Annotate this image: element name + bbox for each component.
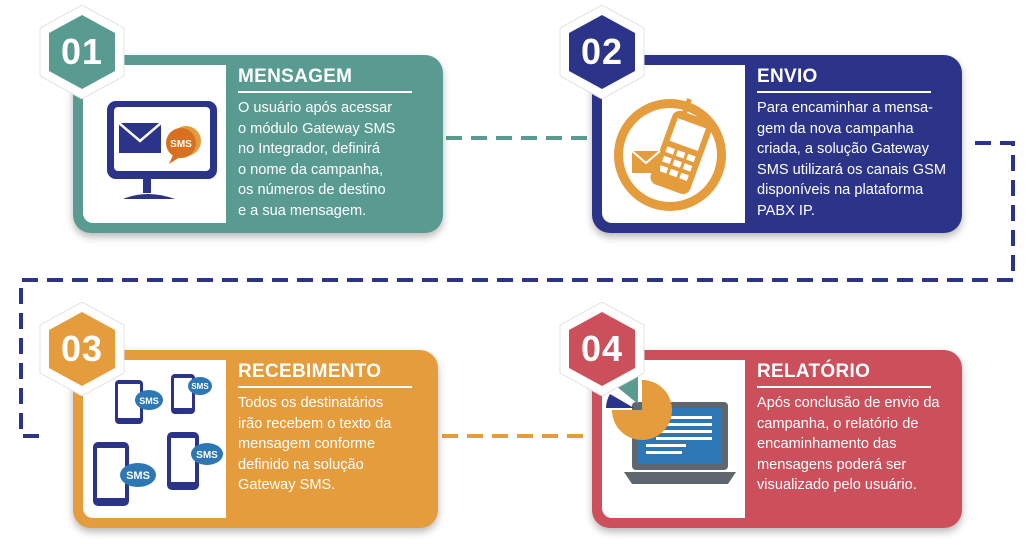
laptop-pie-chart-icon (606, 375, 736, 484)
step-title: MENSAGEM (238, 66, 353, 87)
step-number-badge-03: 03 (36, 302, 128, 396)
step-title: RELATÓRIO (757, 361, 871, 382)
description-line: Para encaminhar a mensa- (757, 100, 934, 116)
svg-text:SMS: SMS (170, 139, 192, 150)
step-image-box (602, 65, 745, 223)
step-description: O usuário após acessar o módulo Gateway … (238, 98, 430, 222)
step-description: Para encaminhar a mensa- gem da nova cam… (757, 98, 949, 222)
description-line: disponíveis na plataforma (757, 182, 924, 199)
description-line: PABX IP. (757, 202, 815, 219)
step-number: 01 (60, 31, 104, 72)
description-line: mensagem conforme (238, 436, 376, 453)
description-line: campanha, o relatório de (757, 415, 919, 432)
step-image-box: SMS (83, 65, 226, 223)
smartphones-sms-icon: SMS SMS SMS SMS (93, 374, 223, 506)
description-line: criada, a solução Gateway (757, 141, 929, 158)
step-number: 04 (580, 328, 624, 369)
description-line: e a sua mensagem. (238, 202, 367, 219)
title-underline (238, 91, 412, 93)
step-number-badge-02: 02 (556, 5, 648, 99)
step-card-mensagem: SMS MENSAGEM O usuário após acessar o mó… (73, 55, 443, 233)
title-underline (757, 386, 931, 388)
step-number: 02 (580, 31, 624, 72)
step-number: 03 (60, 328, 104, 369)
step-number-badge-04: 04 (556, 302, 648, 396)
title-underline (238, 386, 412, 388)
description-line: definido na solução (238, 456, 364, 473)
step-card-recebimento: SMS SMS SMS SMS RECEBIMENTO Todos os des… (73, 350, 438, 528)
mobile-phone-envelope-icon (614, 98, 726, 211)
description-line: o nome da campanha, (238, 161, 384, 178)
step-card-relatorio: RELATÓRIO Após conclusão de envio da cam… (592, 350, 962, 528)
step-card-envio: ENVIO Para encaminhar a mensa- gem da no… (592, 55, 962, 233)
step-image-box: SMS SMS SMS SMS (83, 360, 226, 518)
step-description: Após conclusão de envio da campanha, o r… (757, 393, 949, 496)
description-line: Gateway SMS. (238, 477, 336, 494)
description-line: SMS utilizará os canais GSM (757, 161, 946, 178)
description-line: Após conclusão de envio da (757, 395, 940, 411)
description-line: no Integrador, definirá (238, 141, 380, 158)
sms-bubble-label: SMS (191, 382, 209, 391)
description-line: encaminhamento das (757, 436, 897, 453)
step-number-badge-01: 01 (36, 5, 128, 99)
sms-bubble-label: SMS (126, 470, 150, 482)
monitor-envelope-sms-icon: SMS (107, 101, 217, 199)
description-line: os números de destino (238, 182, 386, 199)
description-line: o módulo Gateway SMS (238, 120, 396, 137)
sms-bubble-label: SMS (196, 450, 218, 461)
description-line: O usuário após acessar (238, 100, 393, 116)
title-underline (757, 91, 931, 93)
step-description: Todos os destinatários irão recebem o te… (238, 393, 430, 496)
description-line: Todos os destinatários (238, 395, 384, 411)
connector-2-3 (19, 141, 1015, 438)
description-line: irão recebem o texto da (238, 415, 392, 432)
description-line: visualizado pelo usuário. (757, 477, 917, 494)
step-title: RECEBIMENTO (238, 361, 382, 382)
sms-bubble-label: SMS (139, 396, 159, 406)
description-line: mensagens poderá ser (757, 456, 907, 473)
description-line: gem da nova campanha (757, 120, 914, 137)
step-title: ENVIO (757, 66, 818, 87)
step-image-box (602, 360, 745, 518)
